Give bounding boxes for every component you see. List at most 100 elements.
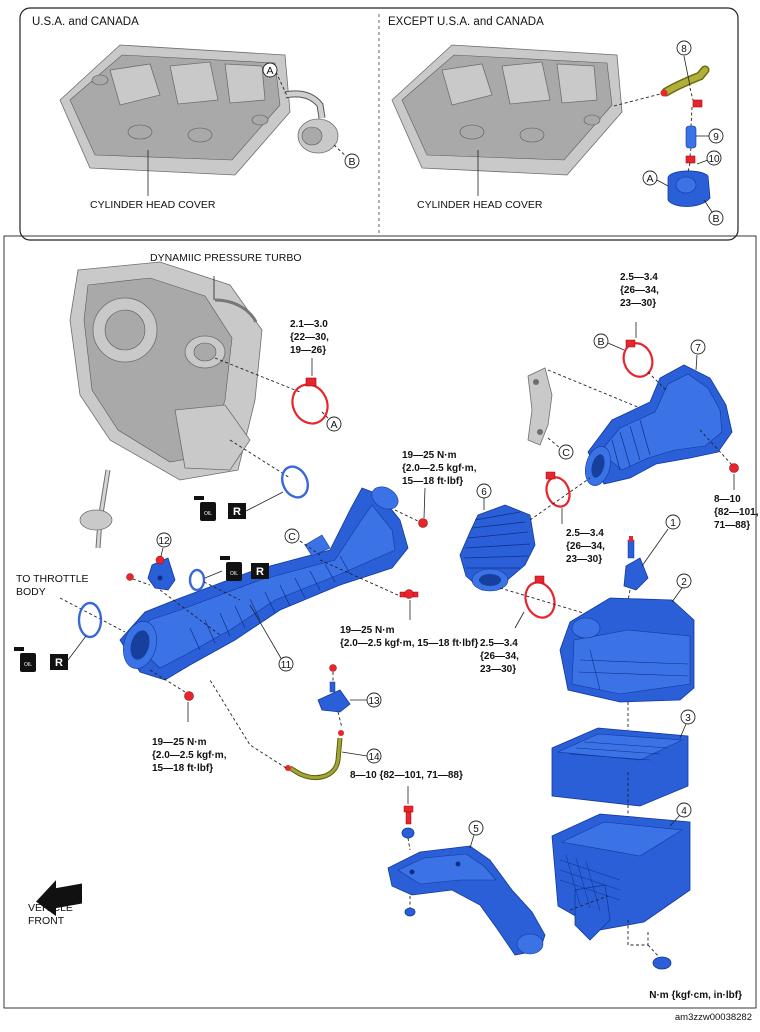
vehicle-front-line2: FRONT xyxy=(28,915,65,927)
callout-1-bubble xyxy=(665,514,681,530)
intake-pipe-11 xyxy=(119,486,409,681)
oring-marker-leader-3 xyxy=(67,635,87,661)
bolt-mid-leader xyxy=(319,559,401,597)
callout-4-leader xyxy=(669,814,681,827)
ref-a-right: A xyxy=(646,173,653,185)
bolt-bracket xyxy=(126,573,134,581)
callout-2-leader xyxy=(671,587,683,603)
oring-marker-leader-1 xyxy=(245,491,284,512)
ref-b-right: B xyxy=(712,213,719,225)
clamp-6-top-screw xyxy=(545,471,556,480)
turbo-clamp-torque-1: 2.1—3.0 xyxy=(290,319,328,330)
ref-c-duct: C xyxy=(288,531,296,543)
clamp-6-bottom-leader xyxy=(499,587,601,619)
turbo-clamp-screw xyxy=(305,377,317,387)
clamp-6-top-torque-3: 23—30} xyxy=(566,554,602,565)
nut-7-torque-2: {82—101, xyxy=(714,507,759,518)
callout-10: 10 xyxy=(708,154,720,165)
clamp-6-bottom-torque-1: 2.5—3.4 xyxy=(480,638,518,649)
grommet-5 xyxy=(401,827,415,839)
bracket-c xyxy=(527,367,553,446)
clip-14-bottom xyxy=(285,765,291,771)
cylinder-head-cover-left xyxy=(59,44,291,176)
callout-10-bubble xyxy=(706,150,722,166)
hose-14-leader xyxy=(209,679,287,769)
callout-13-bubble xyxy=(366,692,382,708)
callout-12-bubble xyxy=(156,532,172,548)
clamp-6-top xyxy=(545,476,571,508)
ref-c-duct-bubble xyxy=(284,528,300,544)
turbo-outlet-clamp xyxy=(291,383,329,425)
replace-marker-3: R xyxy=(50,654,68,670)
nut-7-torque-1: 8—10 xyxy=(714,494,741,505)
air-cleaner-case-4 xyxy=(551,813,691,941)
throttle-label-line1: TO THROTTLE xyxy=(16,573,89,585)
bolt-left-torque-3: 15—18 ft·lbf} xyxy=(152,763,213,774)
bolt-14-torque: 8—10 {82—101, 71—88} xyxy=(350,770,463,781)
clamp-6-bottom-torque-2: {26—34, xyxy=(480,651,519,662)
svg-text:OIL: OIL xyxy=(24,662,32,668)
cylinder-head-cover-label-left: CYLINDER HEAD COVER xyxy=(90,199,216,211)
bolt-left-torque-1: 19—25 N·m xyxy=(152,737,207,748)
clamp-6-bottom-torque-3: 23—30} xyxy=(480,664,516,675)
nut-7-torque-3: 71—88} xyxy=(714,520,750,531)
callout-14: 14 xyxy=(368,752,380,763)
turbocharger xyxy=(69,261,263,549)
air-cleaner-cover-2 xyxy=(559,597,695,703)
bolt-top-torque-1: 19—25 N·m xyxy=(402,450,457,461)
callout-11-bubble xyxy=(278,656,294,672)
oil-can-icon-3: OIL xyxy=(14,647,36,672)
clip-red-lower xyxy=(685,155,696,164)
throttle-oring xyxy=(77,601,103,639)
ref-a-turbo-bubble xyxy=(326,416,342,432)
fresh-air-duct-5 xyxy=(387,845,546,956)
top-panel: U.S.A. and CANADA A B CYLINDER HEAD COVE… xyxy=(19,7,739,241)
svg-text:R: R xyxy=(256,566,264,578)
bolt-mid xyxy=(399,589,419,599)
clamp-b-leader xyxy=(647,371,667,391)
case-4-duct-leader xyxy=(569,895,609,911)
figure-id: am3zzw00038282 xyxy=(675,1012,752,1023)
callout-7-leader xyxy=(695,354,698,371)
callout-2-bubble xyxy=(676,573,692,589)
hose-14 xyxy=(288,737,343,780)
oil-can-icon-1: OIL xyxy=(194,496,216,521)
ref-a-bubble-right xyxy=(642,170,658,186)
callout-9-bubble xyxy=(708,128,724,144)
svg-text:R: R xyxy=(55,657,63,669)
nut-left xyxy=(184,691,194,701)
callout-5-bubble xyxy=(468,820,484,836)
bolt-left-torque-2: {2.0—2.5 kgf·m, xyxy=(152,750,227,761)
callout-8: 8 xyxy=(681,44,687,55)
svg-text:OIL: OIL xyxy=(230,571,238,577)
nut-7 xyxy=(729,463,739,473)
vehicle-front-arrow-icon xyxy=(36,880,82,917)
callout-14-leader xyxy=(341,751,368,757)
svg-text:R: R xyxy=(233,506,241,518)
clamp-b xyxy=(622,342,654,378)
ref-c-bracket: C xyxy=(562,447,570,459)
callout-14-bubble xyxy=(366,748,382,764)
ref-b-clamp-leader xyxy=(607,342,625,351)
bolt-top-leader xyxy=(394,509,421,523)
right-panel-heading: EXCEPT U.S.A. and CANADA xyxy=(388,16,544,28)
left-panel-heading: U.S.A. and CANADA xyxy=(32,16,139,28)
bolt-top-torque-2: {2.0—2.5 kgf·m, xyxy=(402,463,477,474)
callout-7: 7 xyxy=(695,343,701,354)
clip-14-top xyxy=(338,730,344,736)
breather-hose-8 xyxy=(660,65,710,97)
bellows-hose-6 xyxy=(459,504,536,592)
cylinder-head-cover-label-right: CYLINDER HEAD COVER xyxy=(417,199,543,211)
case-mount-rubber xyxy=(652,956,672,970)
small-oring xyxy=(188,568,206,592)
fitting-10 xyxy=(667,170,711,207)
callout-1: 1 xyxy=(670,518,676,529)
clamp-6-top-torque-1: 2.5—3.4 xyxy=(566,528,604,539)
turbo-oring-leader xyxy=(229,439,291,479)
callout-8-leader xyxy=(683,55,691,87)
callout-4: 4 xyxy=(681,806,687,817)
callout-9: 9 xyxy=(713,132,719,143)
ref-a-turbo: A xyxy=(330,419,337,431)
callout-3-bubble xyxy=(680,709,696,725)
